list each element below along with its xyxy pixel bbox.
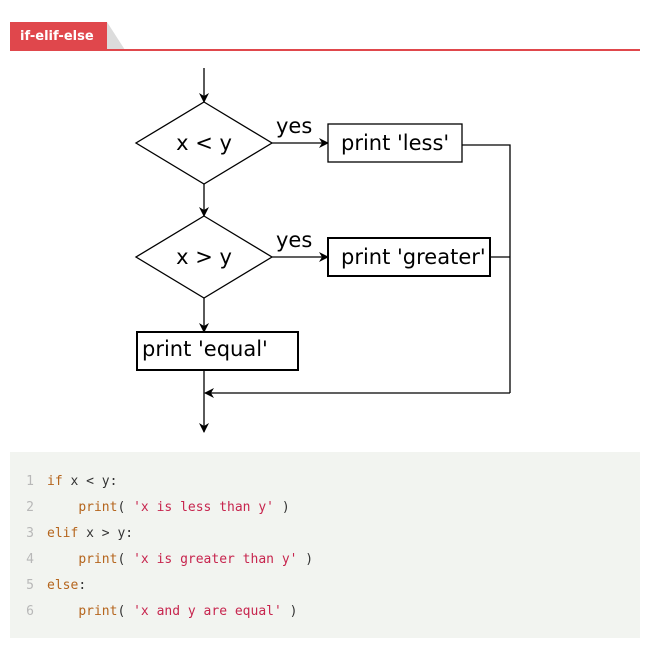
- code-text: x > y:: [78, 526, 134, 541]
- keyword: if: [47, 474, 63, 489]
- paren-open: (: [117, 552, 134, 567]
- code-block: 1 if x < y: 2 print ( 'x is less than y'…: [10, 452, 640, 638]
- function-name: print: [78, 604, 118, 619]
- code-line: 2 print ( 'x is less than y' ): [10, 495, 640, 521]
- yes-label-2: yes: [276, 228, 312, 252]
- code-line: 3 elif x > y:: [10, 521, 640, 547]
- string-literal: 'x and y are equal': [133, 604, 282, 619]
- code-line: 6 print ( 'x and y are equal' ): [10, 599, 640, 625]
- indent: [47, 547, 78, 573]
- paren-close: ): [274, 500, 290, 515]
- merge-line-less: [462, 144, 511, 393]
- line-number: 6: [26, 604, 34, 619]
- code-text: x < y:: [62, 474, 118, 489]
- yes-label-1: yes: [276, 114, 312, 138]
- line-number: 3: [26, 526, 34, 541]
- box-print-greater: [327, 237, 491, 277]
- code-line: 4 print ( 'x is greater than y' ): [10, 547, 640, 573]
- paren-open: (: [117, 604, 134, 619]
- keyword: else: [47, 578, 79, 593]
- condition-label-1: x < y: [176, 131, 232, 155]
- section-title-tab: if-elif-else: [10, 22, 107, 50]
- line-number: 1: [26, 474, 34, 489]
- print-less-label: print 'less': [341, 131, 449, 155]
- string-literal: 'x is less than y': [133, 500, 274, 515]
- line-number: 4: [26, 552, 34, 567]
- line-number: 5: [26, 578, 34, 593]
- flowchart: x < y x > y yes yes print 'less' print '…: [122, 62, 528, 436]
- indent: [47, 495, 78, 521]
- box-print-less: [327, 123, 463, 163]
- indent: [47, 599, 78, 625]
- function-name: print: [78, 500, 118, 515]
- keyword: elif: [47, 526, 79, 541]
- code-line: 1 if x < y:: [10, 469, 640, 495]
- line-number: 2: [26, 500, 34, 515]
- paren-close: ): [281, 604, 298, 619]
- print-equal-label: print 'equal': [142, 337, 268, 361]
- print-greater-label: print 'greater': [341, 245, 486, 269]
- string-literal: 'x is greater than y': [133, 552, 298, 567]
- tab-fold-decoration: [107, 22, 125, 50]
- code-text: :: [78, 578, 87, 593]
- condition-label-2: x > y: [176, 245, 232, 269]
- paren-open: (: [117, 500, 134, 515]
- header-underline: [10, 49, 640, 51]
- paren-close: ): [297, 552, 314, 567]
- code-line: 5 else :: [10, 573, 640, 599]
- box-print-equal: [136, 331, 299, 371]
- flowchart-svg: x < y x > y yes yes print 'less' print '…: [134, 68, 511, 433]
- section-title: if-elif-else: [20, 28, 94, 44]
- function-name: print: [78, 552, 118, 567]
